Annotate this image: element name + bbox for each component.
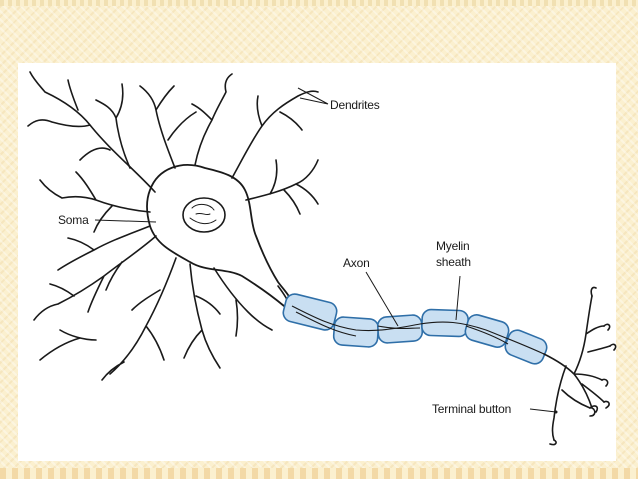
pointer-dendrites — [297, 87, 329, 105]
label-soma: Soma — [58, 213, 89, 227]
decorative-bottom-stripe — [0, 468, 638, 479]
dendrite-upper-left — [27, 71, 156, 193]
pointer-myelin — [455, 275, 461, 321]
nucleus — [182, 197, 226, 233]
pointer-axon — [365, 271, 399, 327]
dendrite-left — [39, 171, 151, 233]
dendrite-lower-left — [33, 235, 157, 321]
label-myelin-line1: Myelin — [436, 239, 470, 253]
label-axon: Axon — [343, 256, 370, 270]
myelin-segment-3 — [376, 314, 424, 344]
label-myelin-line2: sheath — [436, 255, 471, 269]
soma-body — [146, 164, 293, 307]
label-terminal-button: Terminal button — [432, 402, 512, 416]
dendrite-right — [245, 159, 319, 215]
dendrite-upper — [139, 85, 197, 169]
myelin-segment-6 — [504, 329, 548, 365]
dendrite-lower — [101, 257, 177, 381]
decorative-top-stripe — [0, 0, 638, 6]
myelin-segment-5 — [464, 314, 510, 348]
axon-core — [291, 305, 545, 355]
label-dendrites: Dendrites — [330, 98, 380, 112]
axon-terminals — [543, 295, 611, 441]
dendrite-upper-right — [231, 90, 319, 179]
pointer-terminal — [529, 408, 557, 413]
myelin-segment-1 — [282, 293, 338, 331]
pointer-soma — [94, 219, 157, 223]
